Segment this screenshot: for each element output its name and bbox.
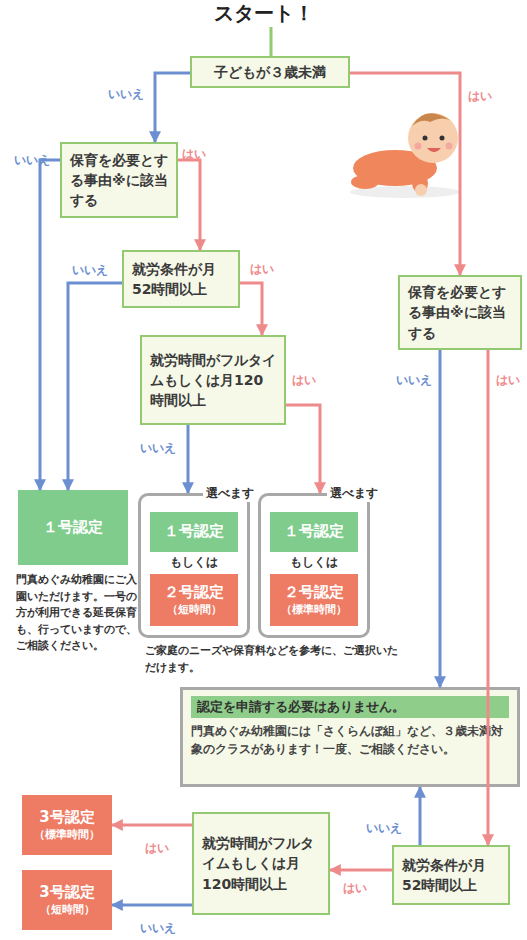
result-title: １号認定 xyxy=(43,518,103,538)
edge-label: はい xyxy=(250,261,274,278)
node-text: 就労時間がフルタイムもしくは月120時間以上 xyxy=(202,833,320,894)
flow-arrow xyxy=(419,787,422,845)
node-text: 子どもが３歳未満 xyxy=(200,62,340,82)
process-box: 子どもが３歳未満 xyxy=(190,56,350,88)
baby-illustration xyxy=(350,113,460,198)
edge-label: はい xyxy=(182,146,206,163)
edge-label: はい xyxy=(496,372,520,389)
flow-arrow xyxy=(112,904,192,907)
start-line xyxy=(270,27,273,56)
group-heading: 選べます xyxy=(203,485,257,502)
result-box: ２号認定（短時間） xyxy=(150,574,238,626)
baby-hair xyxy=(412,113,450,126)
note-text: 門真めぐみ幼稚園にご入園いただけます。一号の方が利用できる延長保育も、行っていま… xyxy=(16,572,141,655)
result-title: ２号認定 xyxy=(284,583,344,603)
note-text: ご家庭のニーズや保育料などを参考に、ご選択いただけます。 xyxy=(145,643,405,676)
baby-head xyxy=(408,113,458,163)
baby-eye xyxy=(423,136,428,141)
group-or-text: もしくは xyxy=(261,554,367,571)
result-title: 3号認定 xyxy=(39,883,94,903)
diagram-title: スタート！ xyxy=(0,0,527,27)
result-box: １号認定 xyxy=(270,512,358,552)
process-box: 就労条件が月52時間以上 xyxy=(122,250,240,308)
edge-label: いいえ xyxy=(72,262,108,279)
group-heading: 選べます xyxy=(327,485,381,502)
info-heading: 認定を申請する必要はありません。 xyxy=(191,696,509,718)
info-body: 門真めぐみ幼稚園には「さくらんぼ組」など、３歳未満対象のクラスがあります！一度、… xyxy=(191,723,509,759)
baby-eye xyxy=(440,136,445,141)
process-box: 保育を必要とする事由※に該当する xyxy=(60,142,178,218)
result-title: 3号認定 xyxy=(39,808,94,828)
edge-label: いいえ xyxy=(140,440,176,457)
result-box: 3号認定（短時間） xyxy=(22,870,112,930)
baby-cheek xyxy=(415,143,422,150)
process-box: 就労時間がフルタイムもしくは月120時間以上 xyxy=(140,335,286,425)
node-text: 就労時間がフルタイムもしくは月120時間以上 xyxy=(150,350,276,411)
result-box: 3号認定（標準時間） xyxy=(22,795,112,855)
flow-arrow xyxy=(178,160,200,250)
flow-arrow xyxy=(112,824,192,827)
flow-arrow xyxy=(240,283,262,335)
result-box: １号認定 xyxy=(18,490,128,565)
flow-arrow xyxy=(330,869,392,872)
choice-group: 選べますもしくは１号認定２号認定（標準時間） xyxy=(258,493,370,638)
process-box: 就労時間がフルタイムもしくは月120時間以上 xyxy=(192,812,330,915)
edge-label: いいえ xyxy=(14,152,50,169)
flow-arrow xyxy=(40,160,60,490)
flow-arrow xyxy=(487,350,490,845)
edge-label: はい xyxy=(145,840,169,857)
node-text: 保育を必要とする事由※に該当する xyxy=(408,282,512,343)
node-text: 保育を必要とする事由※に該当する xyxy=(70,150,168,211)
result-subtitle: （短時間） xyxy=(167,603,222,617)
flow-arrow xyxy=(187,425,190,493)
edge-label: はい xyxy=(343,880,367,897)
process-box: 保育を必要とする事由※に該当する xyxy=(398,275,522,350)
baby-mouth xyxy=(427,148,441,152)
process-box: 就労条件が月52時間以上 xyxy=(392,845,510,905)
group-or-text: もしくは xyxy=(141,554,247,571)
result-title: ２号認定 xyxy=(164,583,224,603)
result-title: １号認定 xyxy=(164,522,224,542)
result-box: ２号認定（標準時間） xyxy=(270,574,358,626)
edge-label: いいえ xyxy=(396,372,432,389)
edge-label: いいえ xyxy=(366,820,402,837)
node-text: 就労条件が月52時間以上 xyxy=(132,259,230,300)
result-subtitle: （標準時間） xyxy=(281,603,347,617)
flow-arrow xyxy=(286,405,320,493)
edge-label: いいえ xyxy=(108,86,144,103)
flow-arrow xyxy=(68,283,122,490)
choice-group: 選べますもしくは１号認定２号認定（短時間） xyxy=(138,493,250,638)
node-text: 就労条件が月52時間以上 xyxy=(402,855,500,896)
flow-arrow xyxy=(439,350,442,687)
result-subtitle: （標準時間） xyxy=(34,828,100,842)
edge-label: はい xyxy=(468,88,492,105)
flow-arrow xyxy=(350,73,460,275)
flow-arrow xyxy=(155,73,190,142)
result-subtitle: （短時間） xyxy=(40,903,95,917)
result-box: １号認定 xyxy=(150,512,238,552)
baby-hand xyxy=(415,184,427,196)
result-title: １号認定 xyxy=(284,522,344,542)
baby-cheek xyxy=(446,143,453,150)
info-box: 認定を申請する必要はありません。門真めぐみ幼稚園には「さくらんぼ組」など、３歳未… xyxy=(180,687,520,787)
baby-leg xyxy=(351,175,379,189)
edge-label: はい xyxy=(292,372,316,389)
edge-label: いいえ xyxy=(140,920,176,937)
